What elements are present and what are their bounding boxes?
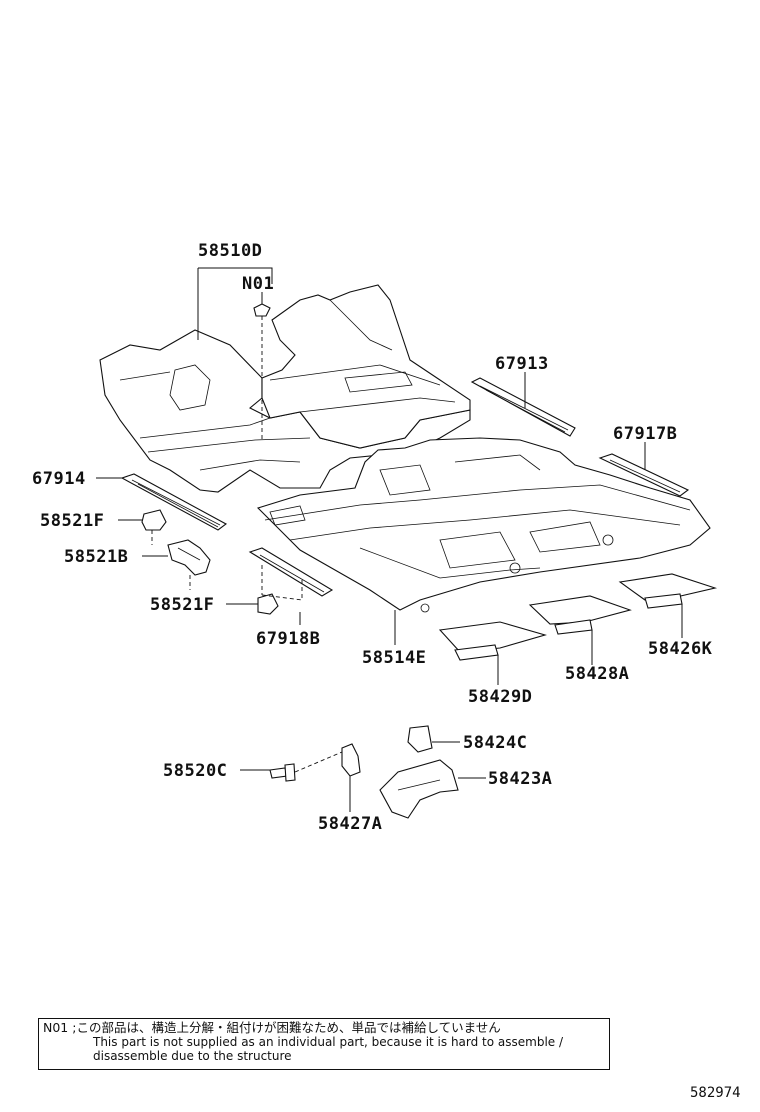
clip-58521F-upper <box>141 509 167 531</box>
label-58514E: 58514E <box>362 648 426 668</box>
clip-N01 <box>253 303 271 317</box>
figure-number: 582974 <box>690 1085 741 1101</box>
note-box: N01 ;この部品は、構造上分解・組付けが困難なため、単品では補給していません … <box>38 1018 610 1070</box>
label-67913: 67913 <box>495 354 549 374</box>
note-japanese: N01 ;この部品は、構造上分解・組付けが困難なため、単品では補給していません <box>43 1020 501 1035</box>
scuff-plate-67914 <box>120 473 228 531</box>
leader-lines <box>96 267 683 812</box>
label-58428A: 58428A <box>565 664 629 684</box>
bracket-58521B <box>167 539 211 576</box>
label-58429D: 58429D <box>468 687 532 707</box>
bracket-58423A <box>379 759 459 819</box>
silencer-pad-58429D <box>438 621 547 661</box>
plate-58424C <box>407 725 433 753</box>
note-english-line1: This part is not supplied as an individu… <box>93 1035 564 1049</box>
label-58426K: 58426K <box>648 639 713 659</box>
label-58521F-lower: 58521F <box>150 595 214 615</box>
label-67918B: 67918B <box>256 629 320 649</box>
silencer-pad-58428A <box>528 595 632 635</box>
label-N01: N01 <box>242 274 274 294</box>
clip-58521F-lower <box>257 593 279 615</box>
silencer-pad-58426K <box>618 573 718 609</box>
label-58510D: 58510D <box>198 241 262 261</box>
clip-58427A <box>341 743 361 777</box>
label-58427A: 58427A <box>318 814 382 834</box>
label-67917B: 67917B <box>613 424 677 444</box>
label-67914: 67914 <box>32 469 86 489</box>
rear-floor-carpet <box>256 437 711 613</box>
scuff-plate-67917B <box>598 453 690 497</box>
scuff-plate-67913 <box>470 377 576 437</box>
label-58423A: 58423A <box>488 769 552 789</box>
scuff-plate-67918B <box>248 547 334 597</box>
label-58520C: 58520C <box>163 761 227 781</box>
label-58424C: 58424C <box>463 733 527 753</box>
label-58521B: 58521B <box>64 547 128 567</box>
label-58521F-upper: 58521F <box>40 511 104 531</box>
note-english-line2: disassemble due to the structure <box>93 1049 292 1063</box>
bolt-58520C <box>269 763 296 782</box>
